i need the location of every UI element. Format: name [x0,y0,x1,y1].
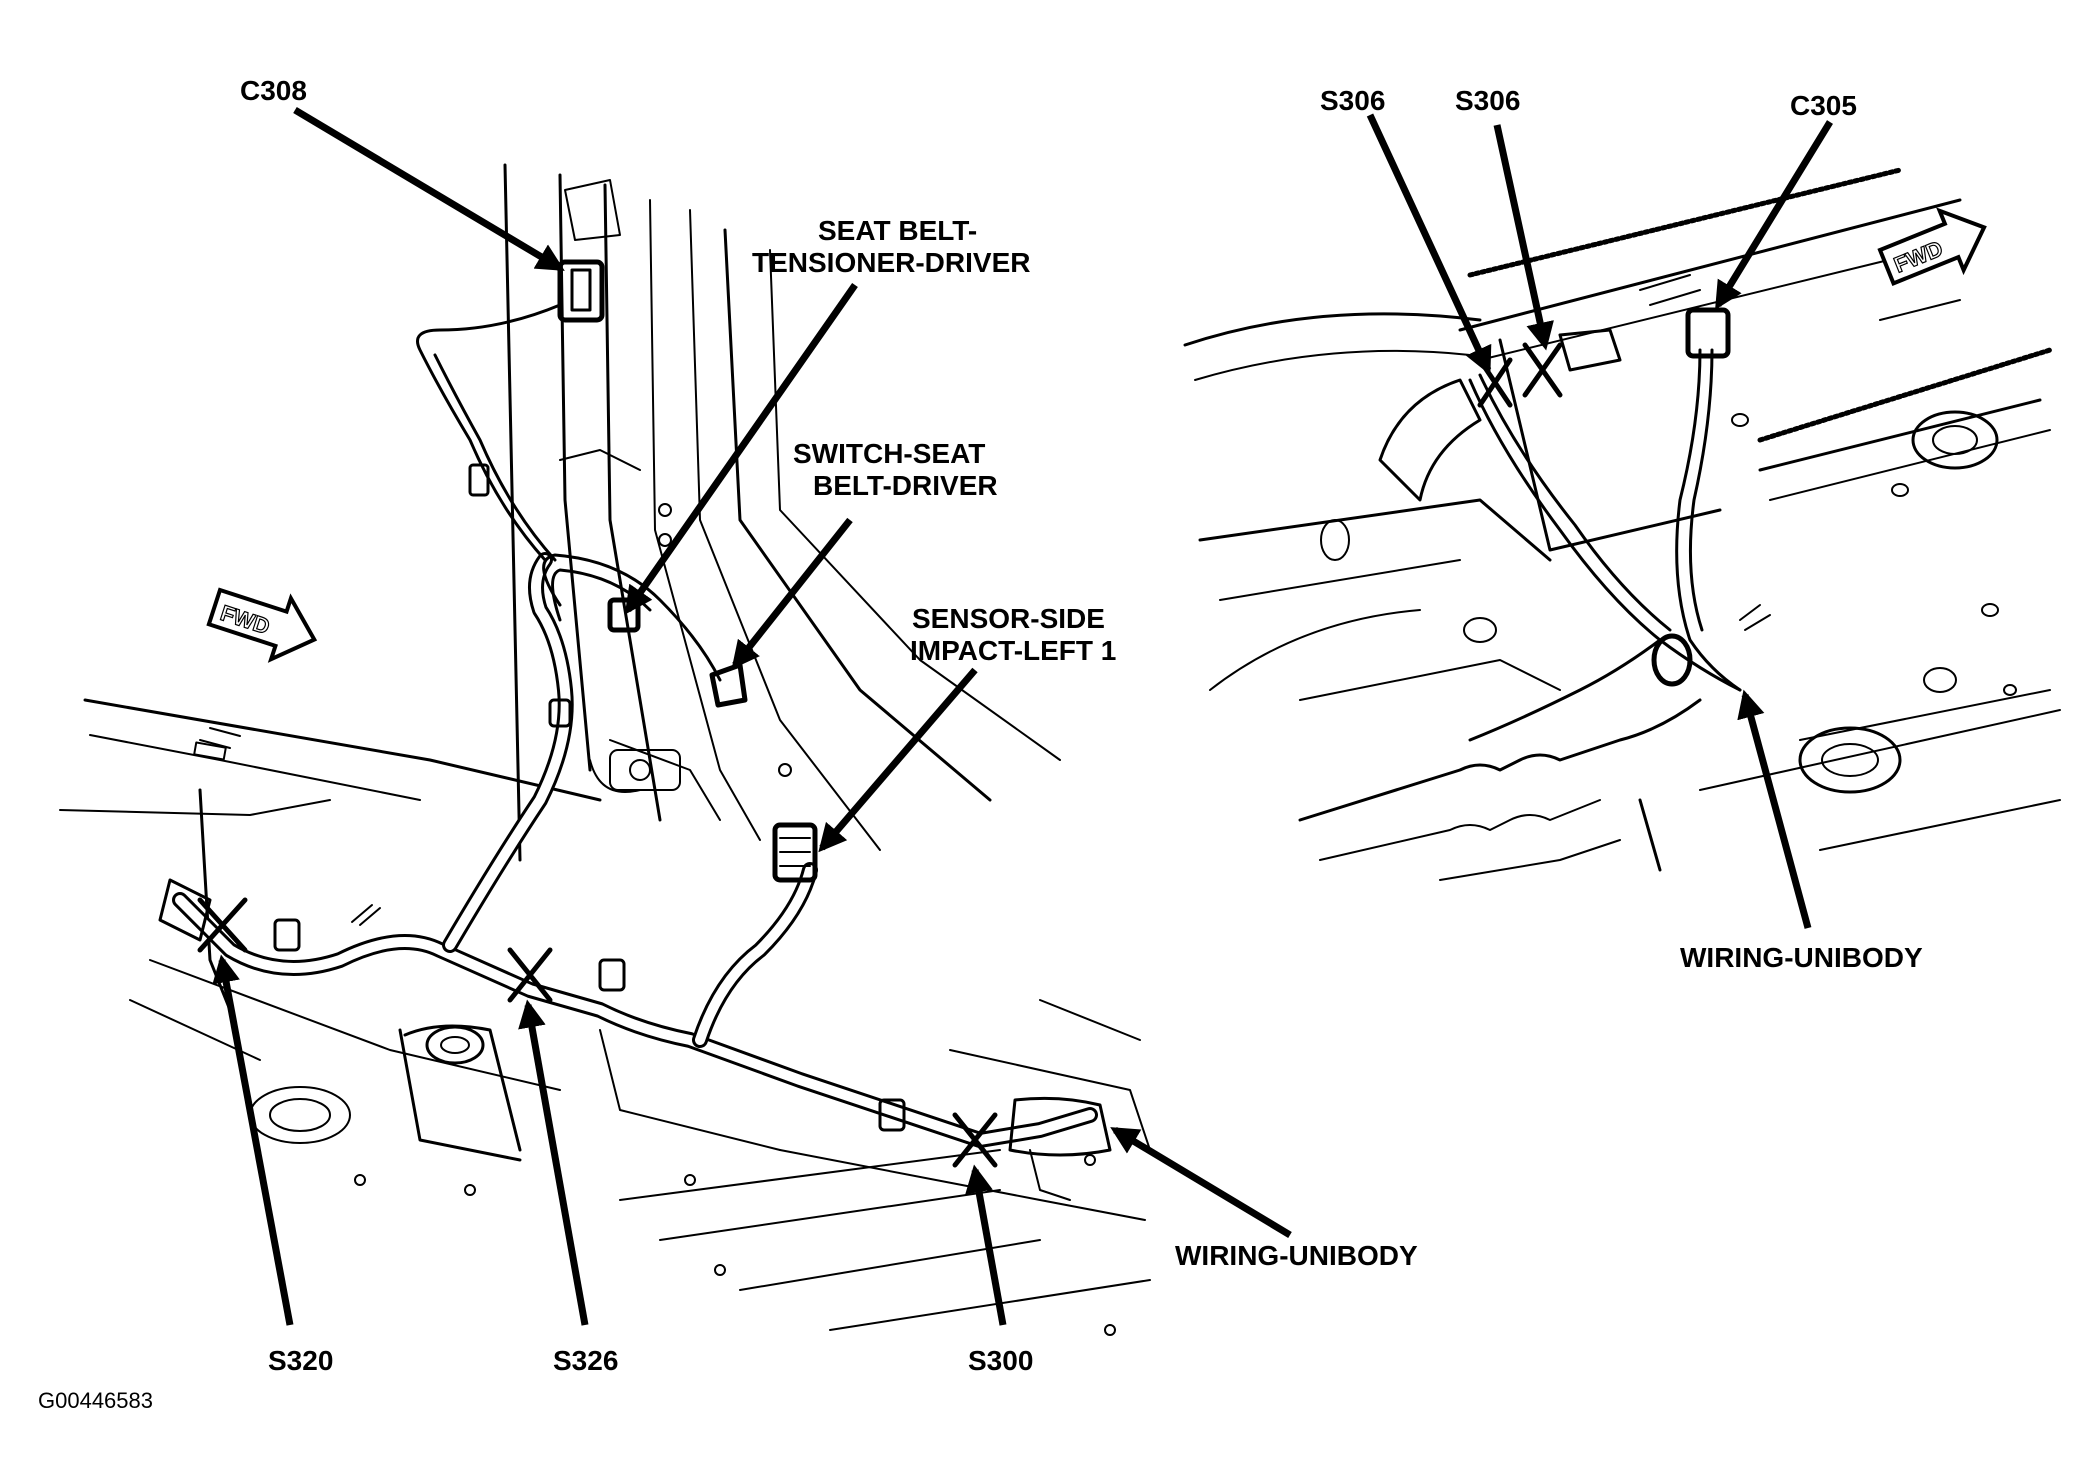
leader-wiring-unibody-right [1737,689,1812,929]
leader-s300 [965,1164,1007,1326]
fwd-arrow-left: FWD [206,587,318,663]
splice-x-s326 [507,947,553,1003]
label-switch-seat-belt-line2: BELT-DRIVER [813,470,998,501]
right-floor-structure [1183,167,2061,881]
leader-s326 [518,999,589,1326]
labels-right: S306 S306 C305 WIRING-UNIBODY [1320,85,1923,973]
label-sensor-side-line1: SENSOR-SIDE [912,603,1105,634]
leader-sensor-side-impact [818,667,978,853]
fwd-arrow-right: FWD [1877,207,1987,286]
label-wiring-unibody-left: WIRING-UNIBODY [1175,1240,1418,1271]
left-view: FWD [59,75,1418,1376]
label-switch-seat-belt-line1: SWITCH-SEAT [793,438,985,469]
label-sensor-side-line2: IMPACT-LEFT 1 [910,635,1116,666]
splice-x-s320 [197,897,248,953]
splice-x-s306-b [1522,342,1563,398]
label-s306-a: S306 [1320,85,1385,116]
label-s326: S326 [553,1345,618,1376]
leader-s306-a [1366,113,1492,376]
leader-c308 [293,106,565,272]
leader-seat-belt-tensioner [624,282,858,615]
label-c308: C308 [240,75,307,106]
wiring-harness-right [1468,307,1771,742]
leader-wiring-unibody-left [1110,1126,1292,1239]
label-seat-belt-tensioner-line1: SEAT BELT- [818,215,977,246]
right-view: FWD S306 S306 [1183,85,2061,973]
label-s320: S320 [268,1345,333,1376]
splice-x-s300 [952,1112,998,1168]
leader-s306-b [1493,124,1554,351]
leader-s320 [212,954,294,1326]
wiring-harness-left [158,259,1112,1201]
leader-lines-left [212,106,1292,1326]
leader-c305 [1715,120,1833,310]
label-s300: S300 [968,1345,1033,1376]
splice-marks-left [197,897,998,1168]
label-s306-b: S306 [1455,85,1520,116]
figure-id: G00446583 [38,1388,153,1413]
label-wiring-unibody-right: WIRING-UNIBODY [1680,942,1923,973]
labels-left: C308 SEAT BELT- TENSIONER-DRIVER SWITCH-… [240,75,1418,1376]
label-c305: C305 [1790,90,1857,121]
splice-marks-right [1477,342,1563,408]
leader-switch-seat-belt [731,517,853,670]
leader-lines-right [1366,113,1833,929]
label-seat-belt-tensioner-line2: TENSIONER-DRIVER [752,247,1030,278]
